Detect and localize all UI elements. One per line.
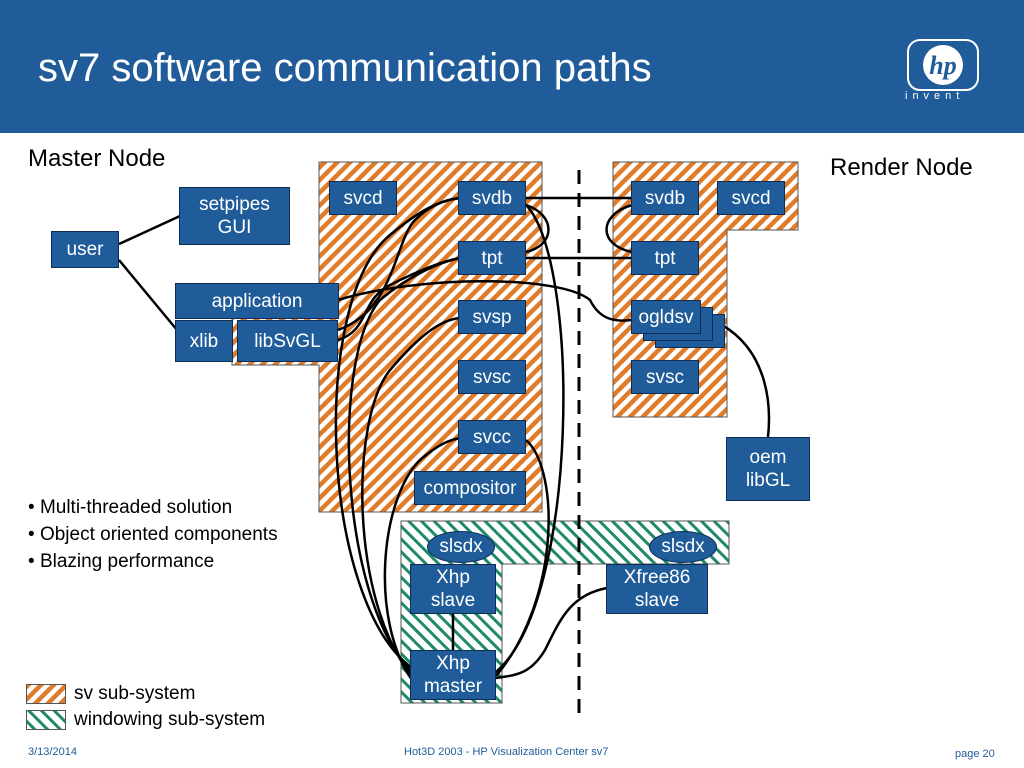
link-xhpmaster-svcc [383,436,461,681]
link-application-ogldsv [337,280,633,322]
master-slsdx-oval[interactable]: slsdx [427,531,495,563]
xhp-slave-label-line2: slave [430,590,476,611]
link-xhpmaster-svcc-outer [495,439,550,677]
render-sv-region [612,161,799,418]
link-ogldsv-oem [721,323,771,438]
render-svdb-box[interactable]: svdb [631,181,699,215]
oem-libgl-box[interactable]: oem libGL [726,437,810,501]
link-xhpmaster-tpt [347,256,461,673]
link-render-svdb-tpt [605,203,633,254]
master-slsdx-label: slsdx [439,536,483,557]
compositor-box[interactable]: compositor [414,471,526,505]
slide-header: sv7 software communication paths hp inve… [0,0,1024,133]
xfree86-slave-box[interactable]: Xfree86 slave [606,564,708,614]
render-slsdx-label: slsdx [661,536,705,557]
link-xhpmaster-svdb [334,196,461,670]
render-tpt-label: tpt [654,247,676,269]
footer-page: page 20 [955,748,995,760]
bullet-item: • Multi-threaded solution [28,497,233,518]
xhp-slave-label-line1: Xhp [436,567,470,588]
link-xfree-xhpmaster [495,586,608,680]
oem-label-line1: oem [749,447,787,468]
master-svsc-label: svsc [473,366,511,388]
xhp-master-label-line1: Xhp [436,653,470,674]
svsp-box[interactable]: svsp [458,300,526,334]
master-svdb-box[interactable]: svdb [458,181,526,215]
xfree86-label-line2: slave [634,590,680,611]
render-svcd-box[interactable]: svcd [717,181,785,215]
render-svsc-box[interactable]: svsc [631,360,699,394]
render-svcd-label: svcd [731,187,771,209]
master-svcd-box[interactable]: svcd [329,181,397,215]
link-user-xlib [118,259,178,331]
xhp-master-label-line2: master [423,676,483,697]
link-xhpmaster-svsp [361,316,461,677]
setpipes-gui-box[interactable]: setpipes GUI [179,187,290,245]
xlib-label: xlib [189,330,219,352]
render-svdb-label: svdb [644,187,686,209]
master-svsc-box[interactable]: svsc [458,360,526,394]
render-slsdx-oval[interactable]: slsdx [649,531,717,563]
legend-sv-label: sv sub-system [74,683,196,704]
application-label: application [211,290,303,312]
compositor-label: compositor [423,477,517,499]
svcc-label: svcc [473,426,511,448]
libsvgl-label: libSvGL [254,330,321,352]
footer-center: Hot3D 2003 - HP Visualization Center sv7 [404,746,609,758]
svcc-box[interactable]: svcc [458,420,526,454]
xhp-master-box[interactable]: Xhp master [410,650,496,700]
master-tpt-box[interactable]: tpt [458,241,526,275]
xfree86-label-line1: Xfree86 [623,567,691,588]
legend-sv-swatch [26,684,66,704]
user-box[interactable]: user [51,231,119,268]
master-svdb-label: svdb [471,187,513,209]
bullet-item: • Object oriented components [28,524,278,545]
hp-logo-word: invent [905,90,965,102]
user-label: user [66,239,104,260]
application-box[interactable]: application [175,283,339,319]
ogldsv-box[interactable]: ogldsv [631,300,701,334]
svsp-label: svsp [472,306,512,328]
master-node-label: Master Node [28,145,166,172]
slide-title: sv7 software communication paths [38,46,652,90]
render-node-label: Render Node [830,154,973,181]
ogldsv-label: ogldsv [638,306,694,328]
footer-date: 3/13/2014 [28,746,77,758]
master-svcd-label: svcd [343,187,383,209]
link-user-setpipes [118,214,181,246]
render-svsc-label: svsc [646,366,684,388]
feature-bullets: • Multi-threaded solution • Object orien… [28,494,278,575]
setpipes-label-line1: setpipes [199,194,270,215]
legend-windowing-swatch [26,710,66,730]
connection-lines [118,196,771,681]
libsvgl-box[interactable]: libSvGL [237,320,338,362]
hp-logo-mark: hp [929,51,956,80]
render-tpt-box[interactable]: tpt [631,241,699,275]
oem-label-line2: libGL [745,470,791,491]
bullet-item: • Blazing performance [28,551,215,572]
hp-logo-icon: hp [907,39,979,91]
master-tpt-label: tpt [481,247,503,269]
link-svdb-tpt-local [525,203,550,254]
setpipes-label-line2: GUI [217,217,252,238]
legend-windowing-label: windowing sub-system [74,709,266,730]
xlib-box[interactable]: xlib [175,320,233,362]
xhp-slave-box[interactable]: Xhp slave [410,564,496,614]
